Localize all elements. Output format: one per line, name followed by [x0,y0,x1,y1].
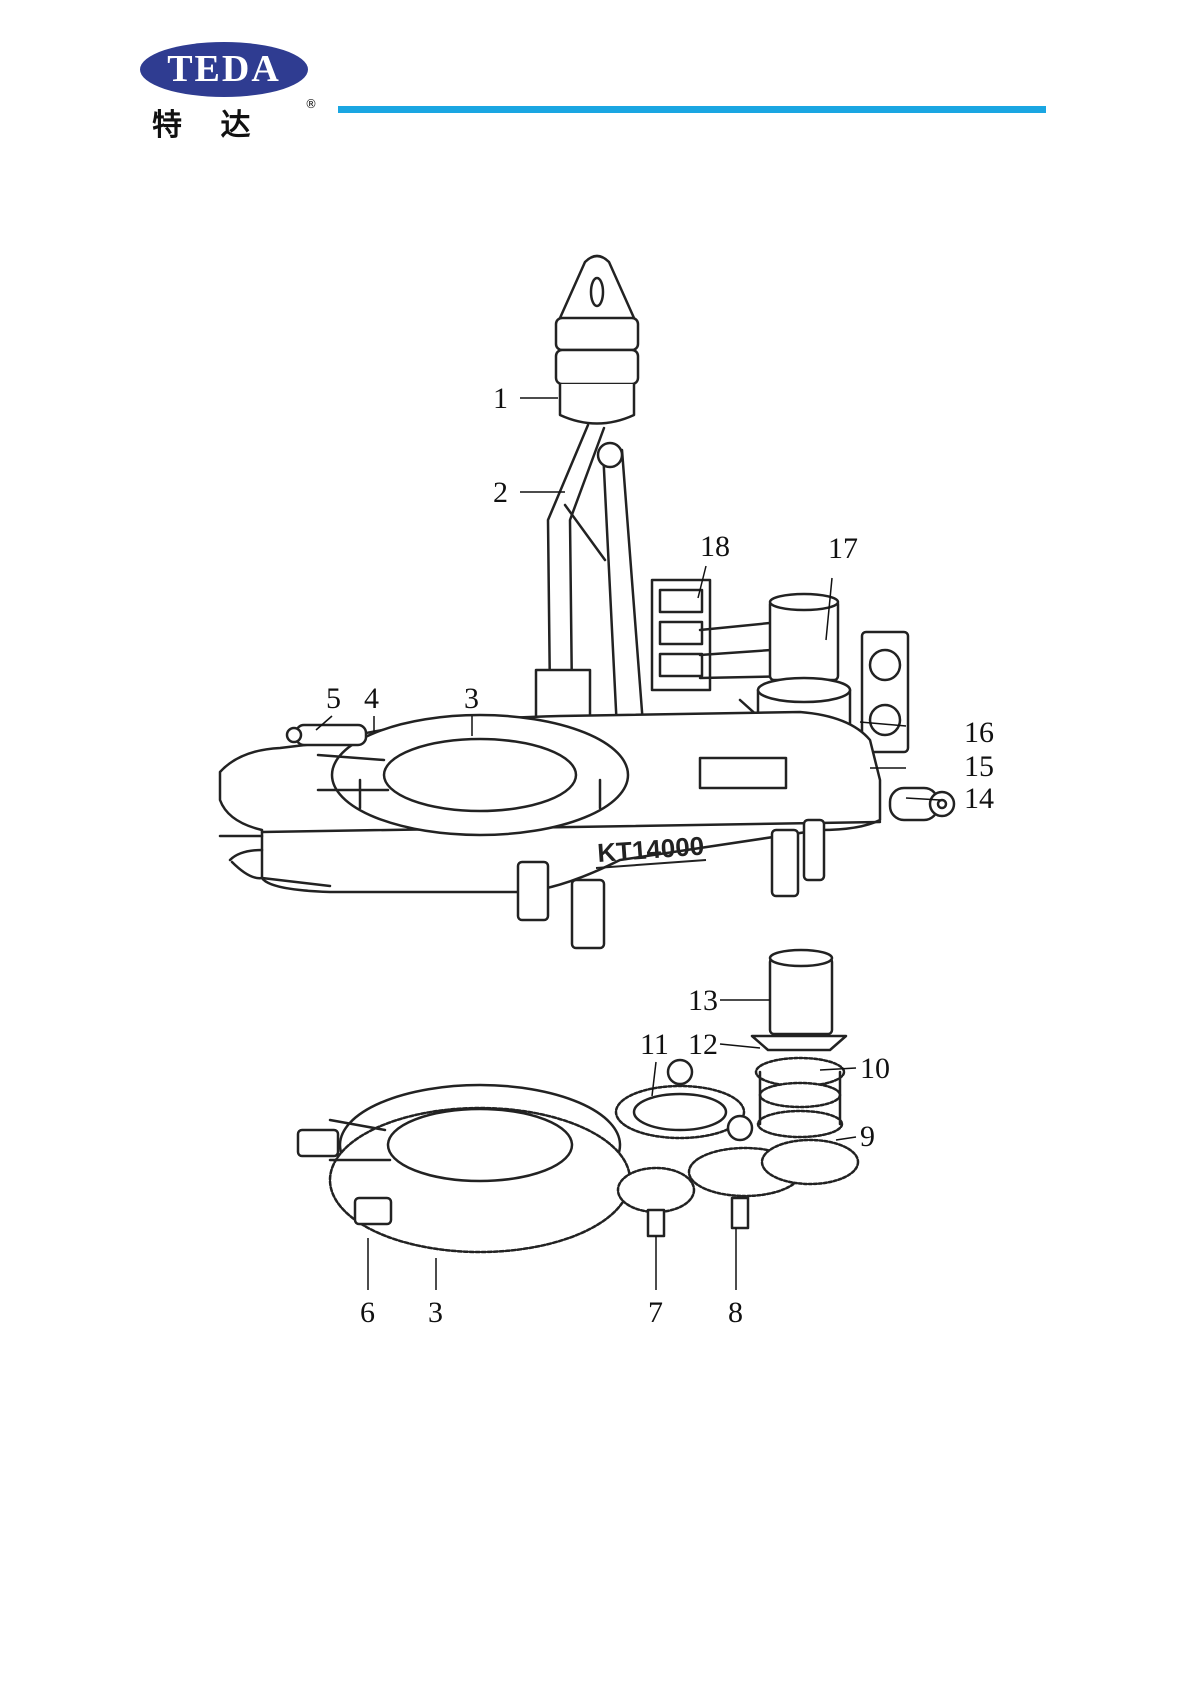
model-label: KT14000 [596,831,705,868]
backup-cylinder [890,788,954,820]
callout-18: 18 [700,530,730,563]
callout-6: 6 [360,1296,375,1329]
hanger-plate [560,256,634,318]
callout-8: 8 [728,1296,743,1329]
spring-cylinder [556,318,638,424]
callout-10: 10 [860,1052,890,1085]
callout-16: 16 [964,716,994,749]
callout-13: 13 [688,984,718,1017]
callout-4: 4 [364,682,379,715]
callout-11: 11 [640,1028,669,1061]
callout-17: 17 [828,532,858,565]
callout-7: 7 [648,1296,663,1329]
callout-5: 5 [326,682,341,715]
callout-12: 12 [688,1028,718,1061]
nameplate [700,758,786,788]
callout-15: 15 [964,750,994,783]
callout-1: 1 [493,382,508,415]
callout-2: 2 [493,476,508,509]
callout-3-lower: 3 [428,1296,443,1329]
latch-cylinder [287,725,366,745]
lower-ring [330,1085,630,1252]
callout-14: 14 [964,782,994,815]
callout-9: 9 [860,1120,875,1153]
callout-3: 3 [464,682,479,715]
connector-box [862,632,908,752]
